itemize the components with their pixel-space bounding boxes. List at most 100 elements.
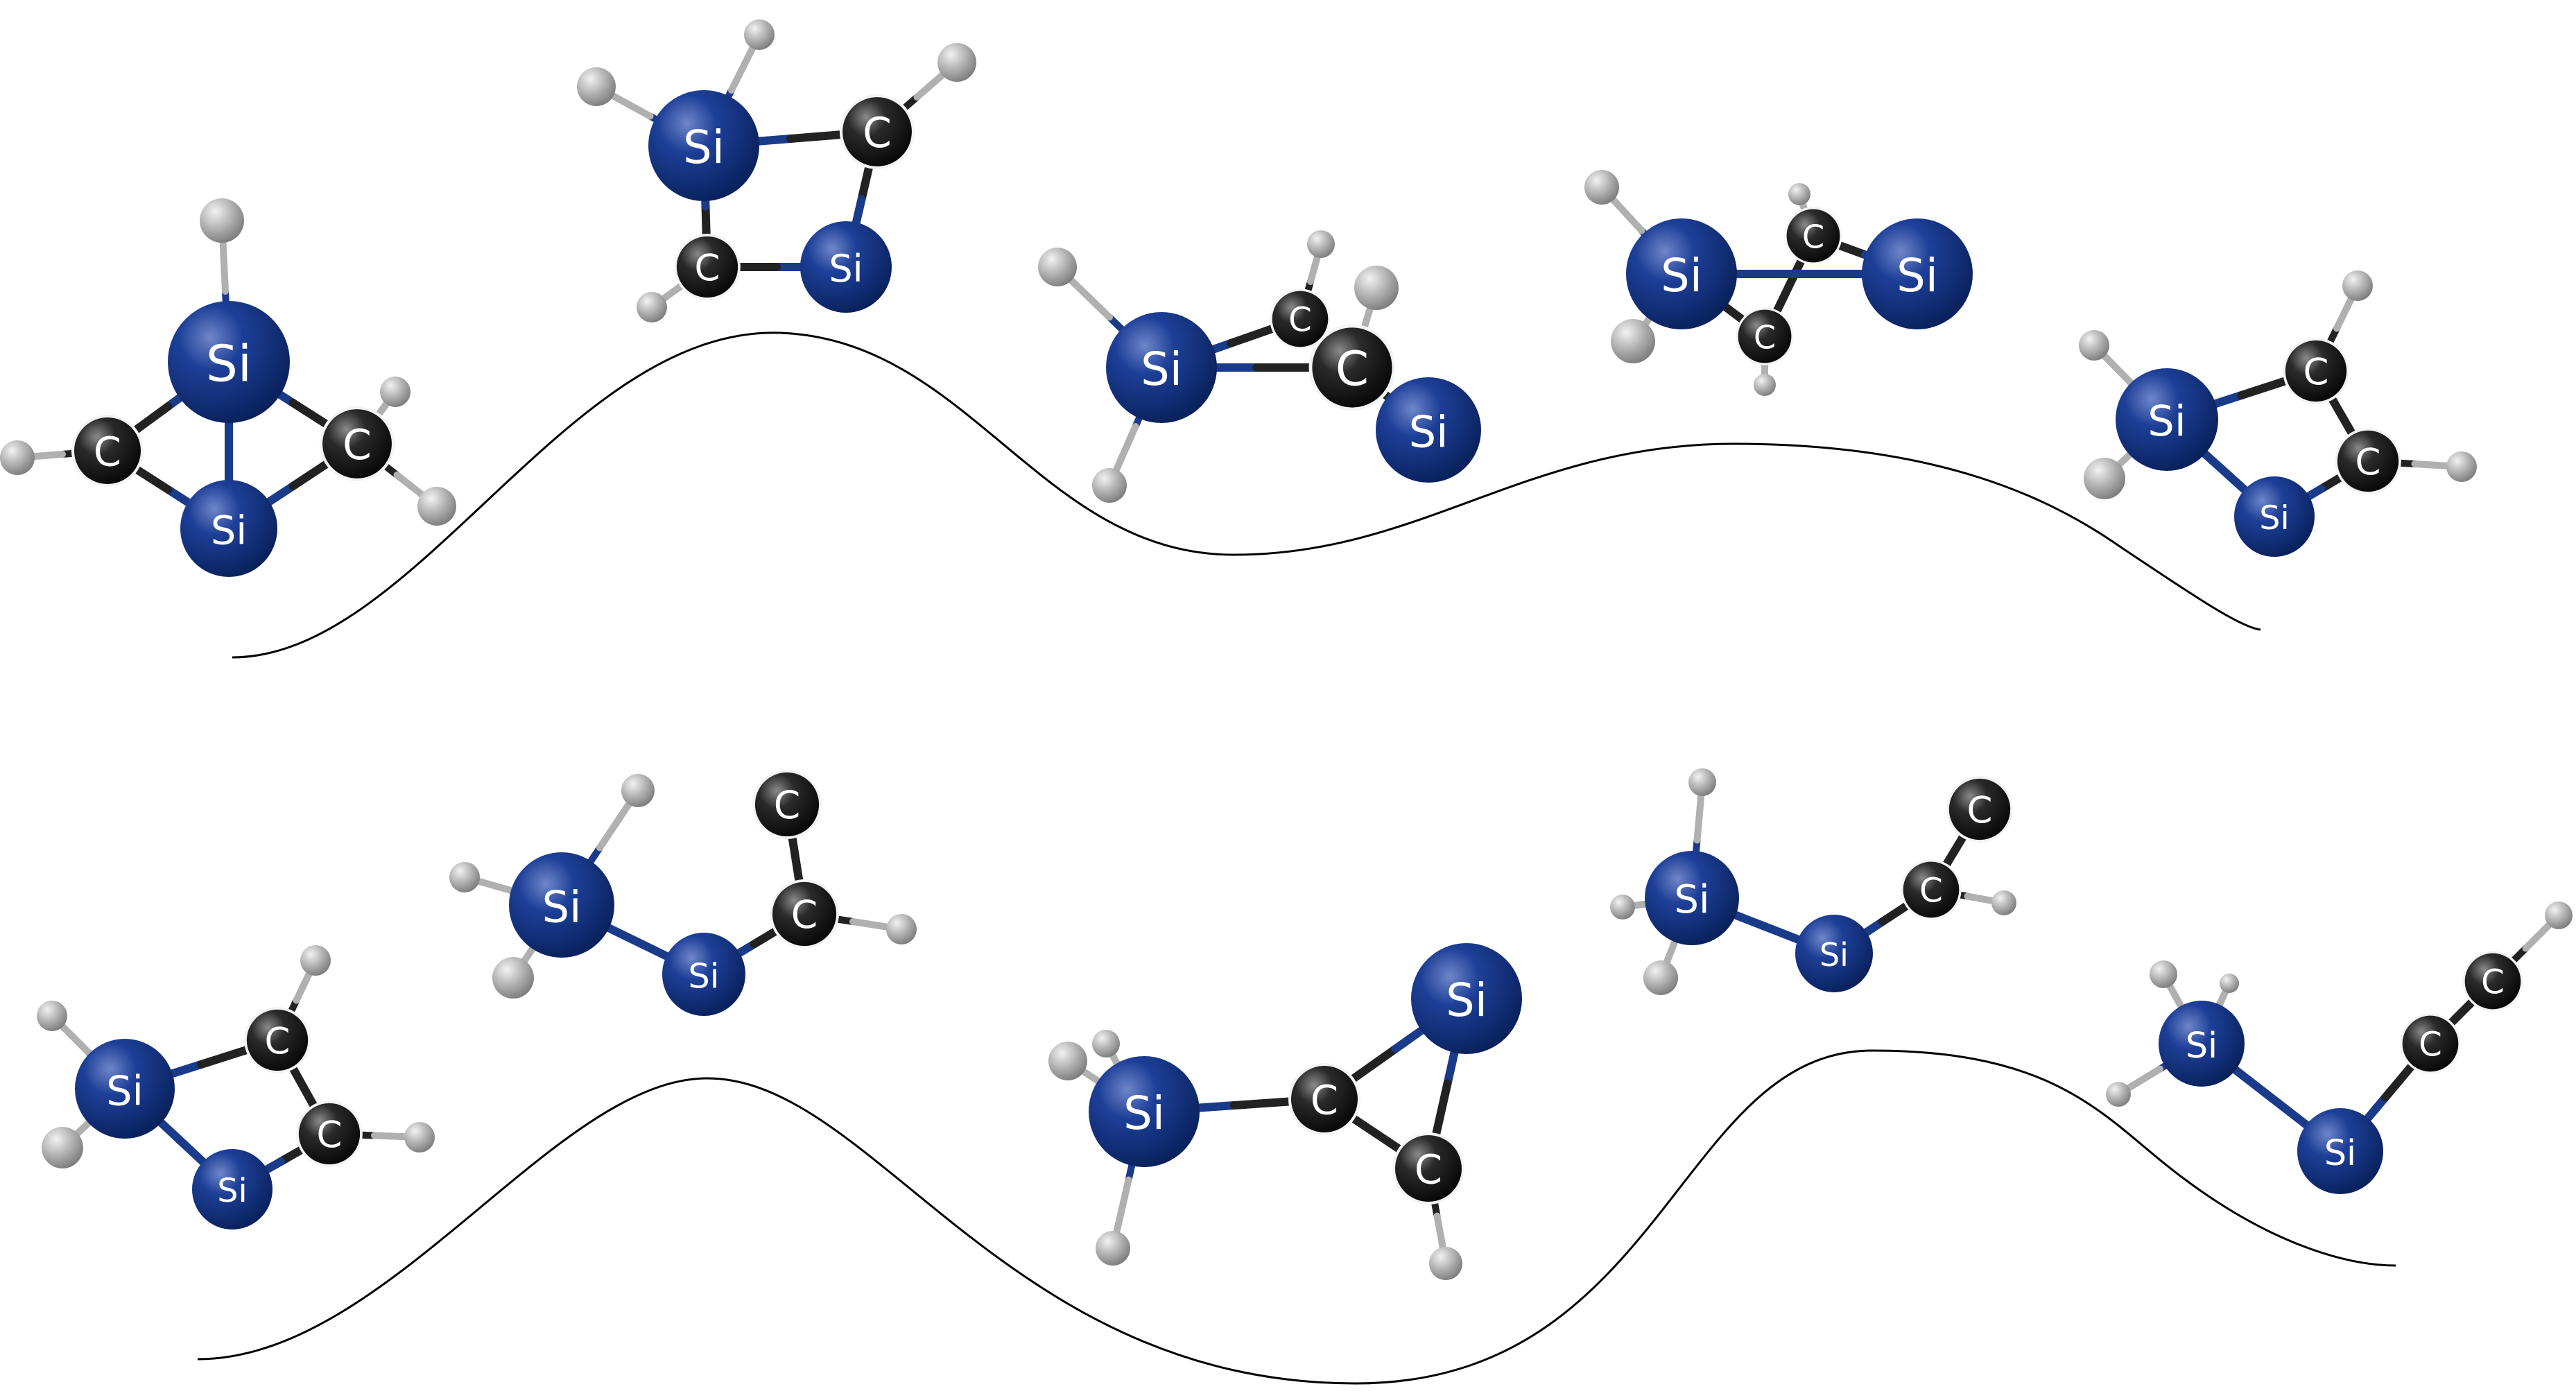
- hydrogen-atom: [0, 440, 35, 475]
- silicon-atom: [800, 221, 892, 313]
- hydrogen-atom: [1096, 1231, 1130, 1266]
- hydrogen-atom: [1048, 1042, 1087, 1080]
- silicon-atom-label: Si: [217, 1172, 247, 1210]
- carbon-atom: [2335, 428, 2401, 494]
- silicon-atom: [1862, 218, 1973, 329]
- carbon-atom-label: C: [343, 421, 372, 469]
- silicon-atom: [1645, 851, 1739, 945]
- silicon-atom: [75, 1039, 175, 1139]
- carbon-atom-label: C: [94, 429, 121, 476]
- hydrogen-atom: [417, 487, 456, 526]
- carbon-atom: [2462, 951, 2523, 1012]
- hydrogen-atom: [449, 862, 480, 892]
- carbon-atom-label: C: [265, 1020, 291, 1062]
- carbon-atom: [1392, 1132, 1464, 1205]
- hydrogen-atom: [2342, 270, 2373, 301]
- hydrogen-atom: [2446, 451, 2477, 482]
- carbon-atom: [296, 1101, 363, 1167]
- silicon-atom: [168, 301, 290, 423]
- silicon-atom-label: Si: [106, 1067, 144, 1114]
- silicon-atom-label: Si: [1675, 877, 1710, 922]
- silicon-atom: [2159, 1001, 2245, 1087]
- hydrogen-atom: [637, 292, 667, 322]
- carbon-atom-label: C: [1802, 218, 1824, 256]
- silicon-atom-label: Si: [2186, 1025, 2218, 1066]
- hydrogen-atom: [744, 19, 775, 50]
- carbon-atom: [2283, 338, 2349, 404]
- hydrogen-atom: [1038, 248, 1077, 286]
- silicon-atom-label: Si: [1896, 250, 1938, 302]
- hydrogen-atom: [2220, 974, 2239, 993]
- silicon-atom: [2116, 368, 2218, 471]
- silicon-atom: [1411, 943, 1522, 1054]
- silicon-atom: [1106, 312, 1217, 423]
- hydrogen-atom: [1429, 1247, 1462, 1280]
- carbon-atom-label: C: [1311, 1078, 1338, 1124]
- hydrogen-atom: [1688, 768, 1716, 796]
- carbon-atom: [2400, 1013, 2461, 1074]
- hydrogen-atom: [380, 377, 410, 407]
- carbon-atom: [752, 770, 822, 839]
- carbon-atom-label: C: [1754, 319, 1776, 356]
- hydrogen-atom: [37, 1001, 67, 1031]
- silicon-atom: [509, 852, 614, 958]
- carbon-atom-label: C: [1967, 789, 1993, 831]
- silicon-atom-label: Si: [829, 247, 863, 291]
- carbon-atom: [770, 879, 839, 949]
- hydrogen-atom: [2106, 1082, 2131, 1107]
- energy-curve-bottom: [197, 1049, 2396, 1385]
- hydrogen-atom: [2079, 330, 2109, 361]
- hydrogen-atom: [404, 1122, 435, 1153]
- carbon-atom-label: C: [317, 1114, 343, 1156]
- hydrogen-atom: [200, 198, 244, 243]
- carbon-atom-label: C: [2355, 441, 2381, 483]
- silicon-atom-label: Si: [542, 882, 582, 933]
- carbon-atom-label: C: [1335, 341, 1369, 397]
- hydrogen-atom: [1991, 890, 2016, 915]
- carbon-atom: [839, 94, 915, 170]
- carbon-atom-label: C: [695, 247, 720, 289]
- hydrogen-atom: [886, 914, 917, 944]
- hydrogen-atom: [42, 1127, 83, 1168]
- carbon-atom: [1288, 1063, 1360, 1135]
- carbon-atom-label: C: [774, 784, 801, 828]
- silicon-atom: [180, 480, 277, 577]
- hydrogen-atom: [300, 945, 331, 976]
- carbon-atom: [1784, 207, 1842, 265]
- hydrogen-atom: [1092, 1030, 1120, 1058]
- hydrogen-atom: [1354, 266, 1399, 310]
- silicon-atom-label: Si: [211, 507, 247, 553]
- silicon-atom-label: Si: [1141, 343, 1182, 396]
- hydrogen-atom: [1611, 319, 1655, 363]
- carbon-atom: [1736, 307, 1794, 365]
- carbon-atom-label: C: [2481, 963, 2505, 1002]
- carbon-atom: [674, 234, 741, 300]
- silicon-atom-label: Si: [1446, 974, 1487, 1027]
- silicon-atom-label: Si: [2147, 397, 2186, 446]
- silicon-atom-label: Si: [1409, 407, 1449, 458]
- carbon-atom-label: C: [2303, 351, 2329, 393]
- hydrogen-atom: [621, 774, 655, 807]
- carbon-atom-label: C: [2419, 1026, 2442, 1064]
- carbon-atom-label: C: [863, 109, 892, 157]
- hydrogen-atom: [1584, 170, 1619, 205]
- carbon-atom: [71, 415, 144, 487]
- hydrogen-atom: [1754, 374, 1776, 396]
- carbon-atom-label: C: [1415, 1147, 1442, 1193]
- silicon-atom-label: Si: [1123, 1087, 1165, 1140]
- silicon-atom: [1089, 1056, 1200, 1167]
- silicon-atom-label: Si: [1819, 936, 1849, 974]
- hydrogen-atom: [577, 67, 616, 106]
- energy-curve-top: [232, 331, 2261, 659]
- silicon-atom-label: Si: [1661, 250, 1702, 302]
- silicon-atom: [1626, 218, 1737, 329]
- hydrogen-atom: [2150, 960, 2177, 988]
